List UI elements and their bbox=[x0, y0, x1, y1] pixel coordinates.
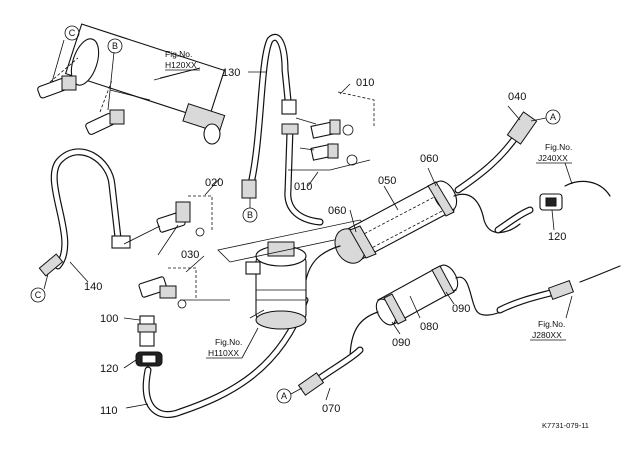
svg-text:H120XX: H120XX bbox=[165, 60, 197, 70]
fitting-010-upper bbox=[295, 91, 375, 139]
leader-lines bbox=[51, 39, 555, 409]
clamp-120-right bbox=[539, 193, 563, 211]
part-label-060-lower: 060 bbox=[328, 205, 346, 217]
part-label-110: 110 bbox=[100, 405, 118, 417]
ref-circle-c-bottom: C bbox=[30, 273, 49, 303]
ref-circle-a-bottom: A bbox=[276, 387, 303, 404]
fitting-100 bbox=[137, 315, 157, 347]
hose-right-j280 bbox=[496, 265, 621, 314]
fig-ref-h110: Fig.No. H110XX bbox=[206, 327, 259, 359]
ref-circle-b-bottom: B bbox=[242, 198, 258, 223]
part-label-070: 070 bbox=[322, 403, 340, 415]
part-label-090-left: 090 bbox=[392, 337, 410, 349]
fig-ref-j240: Fig.No. J240XX bbox=[536, 142, 572, 185]
svg-text:H110XX: H110XX bbox=[208, 348, 239, 358]
band-060-lower bbox=[349, 225, 377, 259]
band-060-upper bbox=[427, 181, 455, 217]
svg-text:J240XX: J240XX bbox=[538, 153, 568, 163]
drawing-code: K7731-079-11 bbox=[542, 421, 589, 430]
svg-text:B: B bbox=[112, 41, 118, 51]
part-label-130: 130 bbox=[222, 67, 240, 79]
fig-ref-j280: Fig.No. J280XX bbox=[530, 295, 573, 341]
part-label-120-right: 120 bbox=[548, 231, 566, 243]
cylinder-fitting-c bbox=[37, 57, 79, 99]
band-090-left bbox=[383, 293, 407, 325]
hose-right-j240 bbox=[494, 180, 611, 234]
ref-circle-a-top: A bbox=[530, 109, 561, 125]
svg-text:Fig.No.: Fig.No. bbox=[165, 49, 192, 59]
hydraulic-motor bbox=[245, 241, 307, 330]
part-label-020: 020 bbox=[205, 177, 223, 189]
part-label-010-lower: 010 bbox=[294, 181, 312, 193]
svg-text:A: A bbox=[281, 391, 287, 401]
clamp-120-left bbox=[135, 351, 163, 367]
svg-text:Fig.No.: Fig.No. bbox=[545, 142, 572, 152]
svg-text:B: B bbox=[247, 210, 253, 220]
hose-110 bbox=[142, 296, 309, 419]
fitting-010-lower bbox=[288, 143, 371, 171]
hose-140 bbox=[38, 148, 131, 277]
svg-text:C: C bbox=[35, 290, 42, 300]
hydraulic-cylinder bbox=[64, 23, 226, 145]
svg-text:J280XX: J280XX bbox=[532, 330, 562, 340]
band-090-right bbox=[431, 265, 455, 297]
part-label-040: 040 bbox=[508, 91, 526, 103]
part-label-120-left: 120 bbox=[100, 363, 118, 375]
fig-ref-h120: Fig.No. H120XX bbox=[165, 49, 200, 71]
hose-070 bbox=[297, 346, 364, 396]
svg-text:Fig.No.: Fig.No. bbox=[538, 319, 565, 329]
part-label-030: 030 bbox=[181, 249, 199, 261]
svg-text:C: C bbox=[69, 28, 76, 38]
fitting-020 bbox=[123, 195, 213, 245]
part-label-050: 050 bbox=[378, 175, 396, 187]
hose-130-lower bbox=[281, 123, 324, 226]
hose-040 bbox=[454, 111, 538, 194]
part-label-080: 080 bbox=[420, 321, 438, 333]
cylinder-fitting-b bbox=[85, 79, 125, 135]
part-label-090-right: 090 bbox=[452, 303, 470, 315]
part-label-060-upper: 060 bbox=[420, 153, 438, 165]
part-label-010: 010 bbox=[356, 77, 374, 89]
part-label-100: 100 bbox=[100, 313, 118, 325]
hose-130 bbox=[241, 34, 297, 199]
ref-circle-c-top: C bbox=[64, 25, 80, 41]
fitting-030 bbox=[138, 267, 230, 309]
svg-text:A: A bbox=[550, 112, 556, 122]
ref-circle-b-top: B bbox=[107, 38, 123, 54]
part-label-140: 140 bbox=[84, 281, 102, 293]
svg-text:Fig.No.: Fig.No. bbox=[215, 337, 242, 347]
